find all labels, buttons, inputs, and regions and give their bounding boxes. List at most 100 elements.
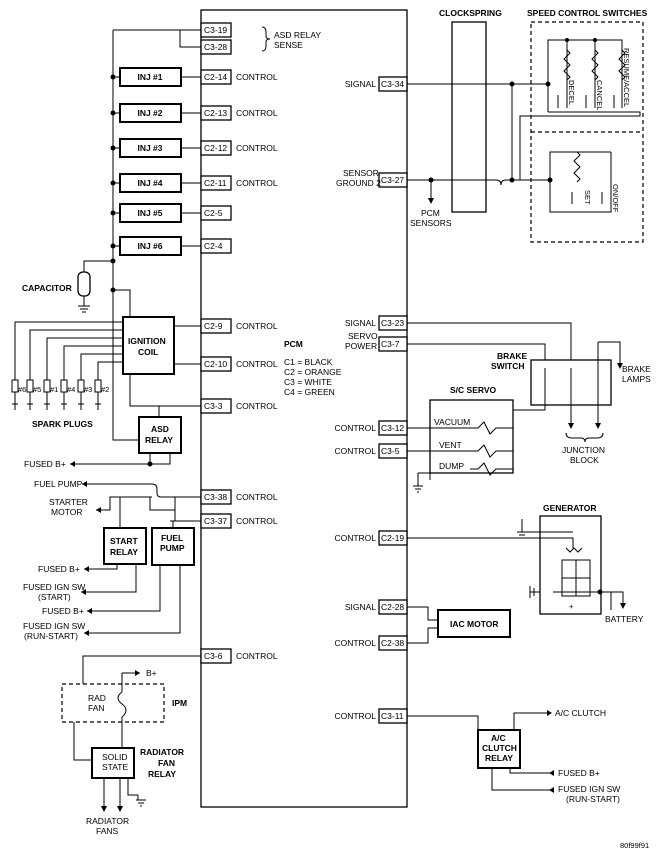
pin-signal: SIGNAL	[345, 318, 376, 328]
fuel-pump-relay-label-2: PUMP	[160, 543, 185, 553]
pin-signal: CONTROL	[334, 446, 376, 456]
spark-plug-symbol	[43, 376, 51, 410]
start-relay-label: START	[110, 536, 139, 546]
sc-servo-box	[429, 399, 514, 474]
bplus-label: B+	[146, 668, 157, 678]
pin-signal: CONTROL	[236, 492, 278, 502]
pin-signal: CONTROL	[236, 401, 278, 411]
pcm-legend-c1: C1 = BLACK	[284, 357, 333, 367]
cancel-label: CANCEL	[595, 80, 604, 110]
ignition-coil-box	[122, 316, 175, 375]
pcm-legend-c4: C4 = GREEN	[284, 387, 335, 397]
generator-label: GENERATOR	[543, 503, 597, 513]
solid-state-label: SOLID	[102, 752, 128, 762]
pin-id: C2-38	[381, 638, 404, 648]
servo-power-label: SERVO	[348, 331, 378, 341]
spark-plug-number: #1	[50, 385, 58, 394]
pin-id: C2-28	[381, 602, 404, 612]
brake-switch-label: BRAKE	[497, 351, 528, 361]
fused-ign-ac-label-2: (RUN-START)	[566, 794, 620, 804]
injector-label: INJ #2	[137, 108, 162, 118]
injector-box	[119, 103, 182, 123]
pin-id: C3-28	[204, 42, 227, 52]
pin-id: C2-13	[204, 108, 227, 118]
spark-plugs-group: #6#5#1#4#3#2	[11, 376, 109, 410]
clockspring-label: CLOCKSPRING	[439, 8, 502, 18]
solid-state-label-2: STATE	[102, 762, 128, 772]
pin-id: C2-19	[381, 533, 404, 543]
ac-clutch-relay-label-3: RELAY	[485, 753, 513, 763]
generator-plus-label: +	[569, 602, 574, 611]
injector-label: INJ #3	[137, 143, 162, 153]
pin-id: C3-3	[204, 401, 223, 411]
pin-id: C2-4	[204, 241, 223, 251]
pin-signal: CONTROL	[334, 533, 376, 543]
clockspring-box	[451, 21, 487, 213]
spark-plug-number: #4	[67, 385, 75, 394]
servo-power-label-2: POWER	[345, 341, 377, 351]
pin-signal: CONTROL	[236, 108, 278, 118]
ipm-label: IPM	[172, 698, 187, 708]
pin-id: C3-27	[381, 175, 404, 185]
fused-bplus-label-2: FUSED B+	[38, 564, 80, 574]
fused-ign-run-label-2: (RUN-START)	[24, 631, 78, 641]
fuel-pump-relay-box	[151, 527, 195, 566]
injector-box	[119, 173, 182, 193]
asd-relay-label-2: RELAY	[145, 435, 173, 445]
ac-clutch-relay-label-2: CLUTCH	[482, 743, 517, 753]
pin-signal: CONTROL	[236, 72, 278, 82]
dump-label: DUMP	[439, 461, 464, 471]
injector-label: INJ #6	[137, 241, 162, 251]
pin-id: C2-12	[204, 143, 227, 153]
spark-plug-number: #3	[84, 385, 92, 394]
pin-signal: CONTROL	[334, 638, 376, 648]
spark-plug-symbol	[11, 376, 19, 410]
rad-fan-label-2: FAN	[88, 703, 105, 713]
ignition-coil-label-2: COIL	[138, 347, 158, 357]
pcm-legend-c3: C3 = WHITE	[284, 377, 332, 387]
radiator-fans-label-2: FANS	[96, 826, 119, 836]
asd-relay-label: ASD	[151, 424, 169, 434]
injector-box	[119, 67, 182, 87]
pin-id: C3-23	[381, 318, 404, 328]
pin-id: C3-12	[381, 423, 404, 433]
ignition-coil-label: IGNITION	[128, 336, 166, 346]
starter-motor-label: STARTER	[49, 497, 88, 507]
injector-box	[119, 138, 182, 158]
sc-servo-label: S/C SERVO	[450, 385, 497, 395]
brake-switch-label-2: SWITCH	[491, 361, 525, 371]
brake-lamps-label: BRAKE	[622, 364, 651, 374]
pcm-module	[200, 9, 408, 808]
fused-bplus-label-1: FUSED B+	[24, 459, 66, 469]
spark-plug-symbol	[77, 376, 85, 410]
pin-signal: CONTROL	[236, 321, 278, 331]
ac-clutch-label: A/C CLUTCH	[555, 708, 606, 718]
pin-signal: CONTROL	[334, 423, 376, 433]
ac-clutch-relay-box	[477, 729, 521, 769]
pin-signal: CONTROL	[236, 651, 278, 661]
radiator-fan-relay-label-3: RELAY	[148, 769, 176, 779]
spark-plug-symbol	[26, 376, 34, 410]
pin-signal: CONTROL	[334, 711, 376, 721]
brake-lamps-label-2: LAMPS	[622, 374, 651, 384]
pin-signal: CONTROL	[236, 516, 278, 526]
start-relay-label-2: RELAY	[110, 547, 138, 557]
pcm-label: PCM	[284, 339, 303, 349]
injector-box	[119, 236, 182, 256]
pin-signal: CONTROL	[236, 143, 278, 153]
on-off-label: ON/OFF	[611, 184, 620, 213]
junction-block-label: JUNCTION	[562, 445, 605, 455]
pin-id: C2-14	[204, 72, 227, 82]
asd-relay-sense-label-2: SENSE	[274, 40, 303, 50]
injector-label: INJ #4	[137, 178, 162, 188]
junction-block-label-2: BLOCK	[570, 455, 599, 465]
pin-id: C3-37	[204, 516, 227, 526]
fuel-pump-relay-label: FUEL	[161, 533, 183, 543]
pcm-sensors-label-2: SENSORS	[410, 218, 452, 228]
pin-signal: SIGNAL	[345, 79, 376, 89]
right-connector-pins: C3-34SIGNALC3-27C3-23SIGNALC3-7C3-12CONT…	[334, 76, 408, 724]
fuel-pump-label: FUEL PUMP	[34, 479, 83, 489]
injector-label: INJ #5	[137, 208, 162, 218]
resume-accel-label: RESUME/ACCEL	[622, 48, 631, 107]
